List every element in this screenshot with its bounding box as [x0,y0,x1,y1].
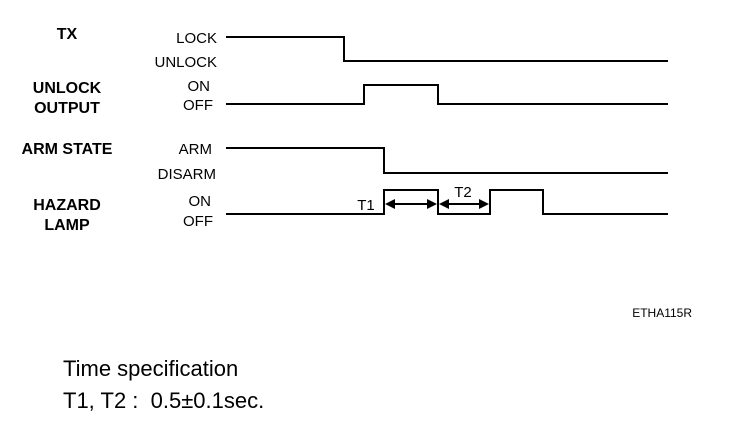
figure-code: ETHA115R [632,306,692,320]
signal-name-arm-state: ARM STATE [22,141,113,158]
spec-title: Time specification [63,356,238,381]
interval-label-t2: T2 [454,184,472,201]
tx-waveform [226,36,668,62]
spec-line: T1, T2 : 0.5±0.1sec. [63,388,264,413]
t1-arrowhead-right [427,199,437,209]
interval-label-t1: T1 [357,197,375,214]
t2-arrowhead-right [479,199,489,209]
state-label-arm-state-low: DISARM [158,166,216,183]
t1-arrowhead-left [385,199,395,209]
signal-name-unlock-output-line2: OUTPUT [34,100,100,117]
signal-name-hazard-lamp-line1: HAZARD [33,197,101,214]
signal-name-hazard-lamp-line2: LAMP [44,217,90,234]
state-label-arm-state-high: ARM [179,141,212,158]
hazard-lamp-waveform [226,189,668,215]
state-label-unlock-output-high: ON [188,78,211,95]
state-label-tx-high: LOCK [176,30,217,47]
state-label-hazard-lamp-low: OFF [183,213,213,230]
state-label-hazard-lamp-high: ON [189,193,212,210]
signal-name-unlock-output-line1: UNLOCK [33,80,102,97]
state-label-unlock-output-low: OFF [183,97,213,114]
arm-state-waveform [226,147,668,174]
t2-arrowhead-left [439,199,449,209]
state-label-tx-low: UNLOCK [154,54,217,71]
unlock-output-waveform [226,84,668,105]
signal-name-tx: TX [57,26,78,43]
